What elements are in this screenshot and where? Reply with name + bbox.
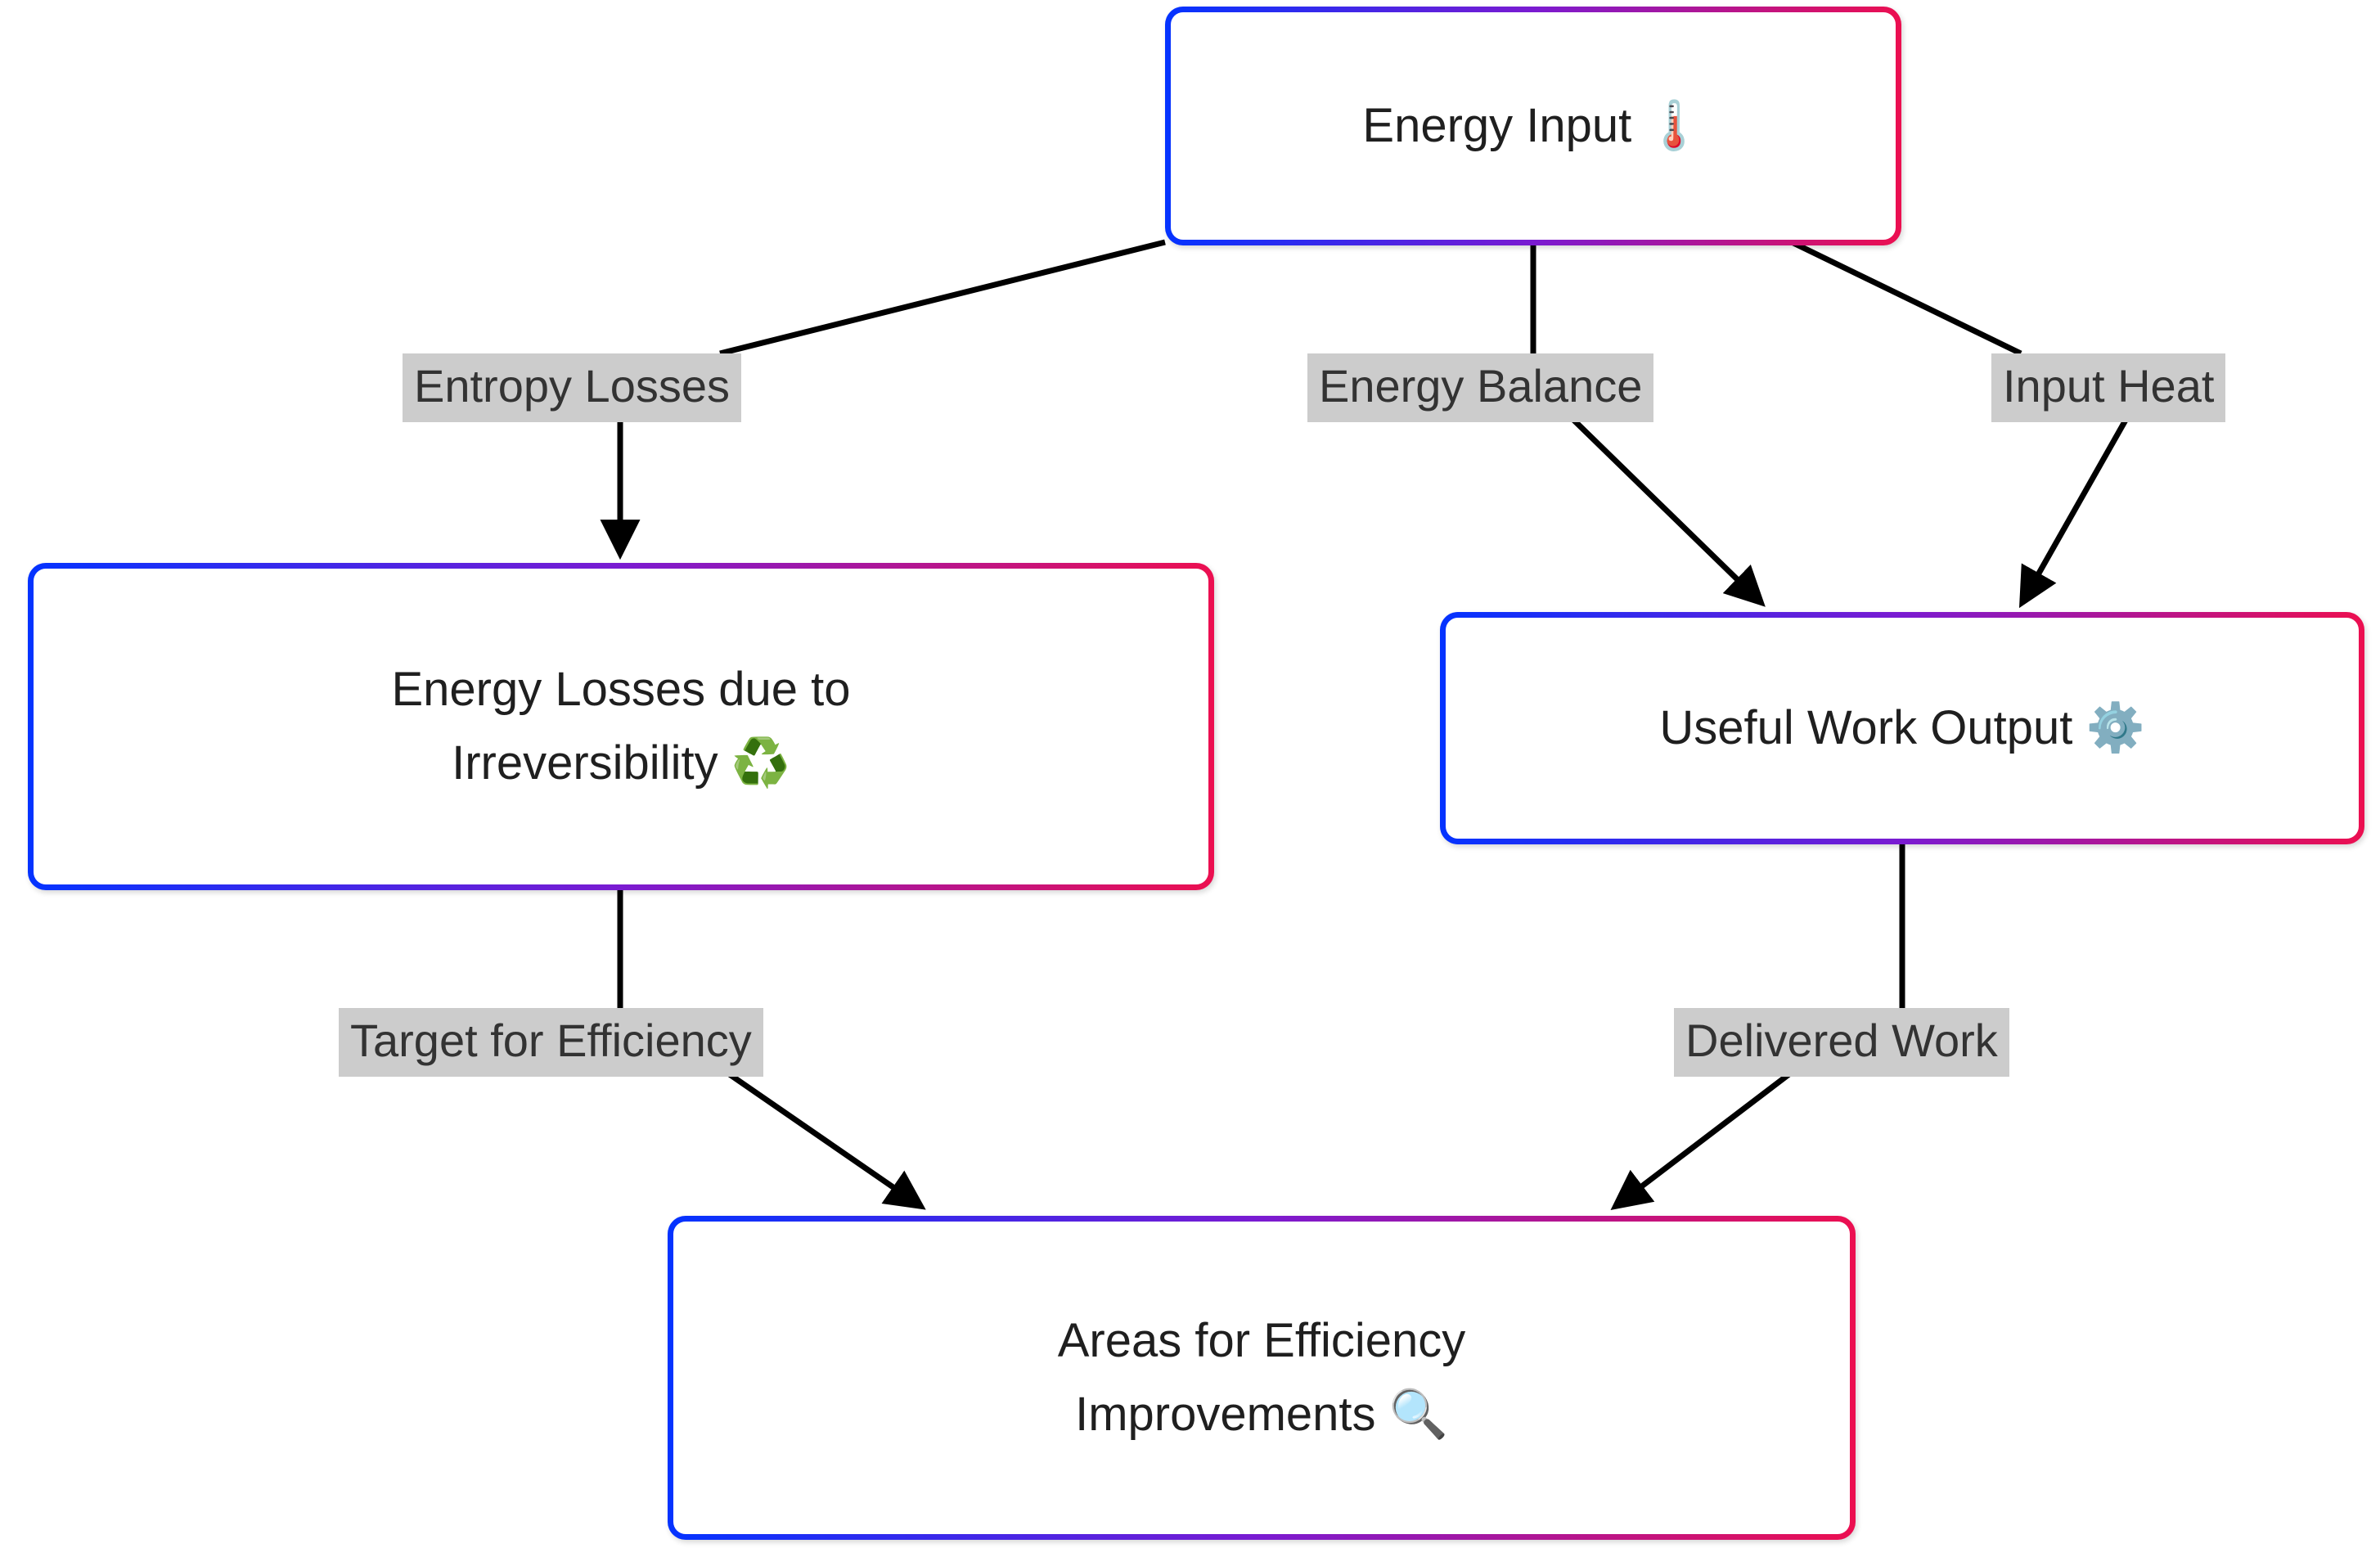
- edge-label-target-for-efficiency: Target for Efficiency: [339, 1008, 763, 1077]
- node-areas-line-1: Areas for Efficiency: [1057, 1314, 1466, 1368]
- node-energy-losses-text: Energy Losses due to Irreversibility ♻️: [391, 653, 850, 800]
- node-areas-for-efficiency-improvements-text: Areas for Efficiency Improvements 🔍: [1058, 1304, 1466, 1451]
- node-energy-input-label: Energy Input 🌡️: [1362, 99, 1704, 153]
- node-areas-for-efficiency-improvements[interactable]: Areas for Efficiency Improvements 🔍: [668, 1216, 1856, 1540]
- edge-useful-work-to-areas-tail: [1610, 1071, 1793, 1210]
- node-energy-input[interactable]: Energy Input 🌡️: [1165, 7, 1901, 245]
- node-energy-losses[interactable]: Energy Losses due to Irreversibility ♻️: [28, 563, 1214, 890]
- edge-energy-input-to-useful-work-heat-tail: [2018, 416, 2130, 609]
- edge-label-energy-balance: Energy Balance: [1307, 353, 1654, 422]
- edge-energy-input-to-useful-work-heat: [1790, 239, 2022, 357]
- edge-energy-losses-to-areas-tail: [727, 1071, 926, 1210]
- node-useful-work-output-label: Useful Work Output ⚙️: [1659, 701, 2145, 755]
- node-areas-line-2: Improvements 🔍: [1075, 1388, 1448, 1441]
- node-useful-work-output[interactable]: Useful Work Output ⚙️: [1440, 612, 2364, 844]
- edge-energy-input-to-energy-losses: [719, 239, 1166, 357]
- node-energy-losses-line-2: Irreversibility ♻️: [452, 736, 790, 790]
- edge-label-input-heat: Input Heat: [1991, 353, 2226, 422]
- edge-label-entropy-losses: Entropy Losses: [403, 353, 741, 422]
- node-energy-losses-line-1: Energy Losses due to: [391, 663, 851, 717]
- edge-label-delivered-work: Delivered Work: [1674, 1008, 2009, 1077]
- edge-energy-input-to-useful-work-balance-tail: [1568, 415, 1766, 607]
